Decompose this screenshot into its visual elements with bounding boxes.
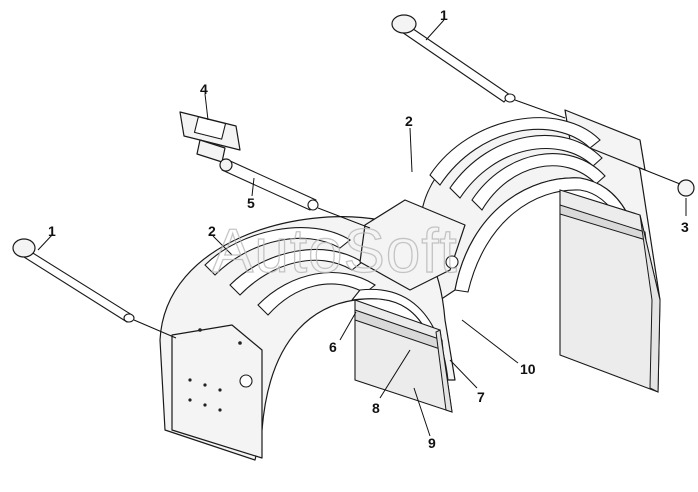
fender-rear [419, 109, 661, 393]
callout-10: 10 [520, 361, 536, 377]
callout-3: 3 [681, 219, 689, 235]
watermark-text: AutoSoft [212, 217, 458, 286]
bracket-shaft-top [391, 14, 516, 103]
callout-2-left: 2 [208, 223, 216, 239]
mount-bracket-4 [179, 111, 241, 163]
callout-2-right: 2 [405, 113, 413, 129]
callout-1-top: 1 [440, 7, 448, 23]
tube-5 [219, 158, 319, 211]
cap-3 [677, 179, 695, 197]
callout-9: 9 [428, 435, 436, 451]
callout-5: 5 [247, 195, 255, 211]
fender-front [159, 199, 466, 461]
axis-line-3 [639, 167, 681, 185]
bracket-shaft-left [12, 238, 135, 323]
leader-lines [37, 19, 687, 437]
callout-7: 7 [477, 389, 485, 405]
callout-8: 8 [372, 400, 380, 416]
callout-1-left: 1 [48, 223, 56, 239]
axis-line-top [514, 99, 566, 119]
callout-4: 4 [200, 81, 208, 97]
axis-line-left [133, 319, 177, 339]
axis-line-5 [317, 207, 371, 229]
callout-6: 6 [329, 339, 337, 355]
